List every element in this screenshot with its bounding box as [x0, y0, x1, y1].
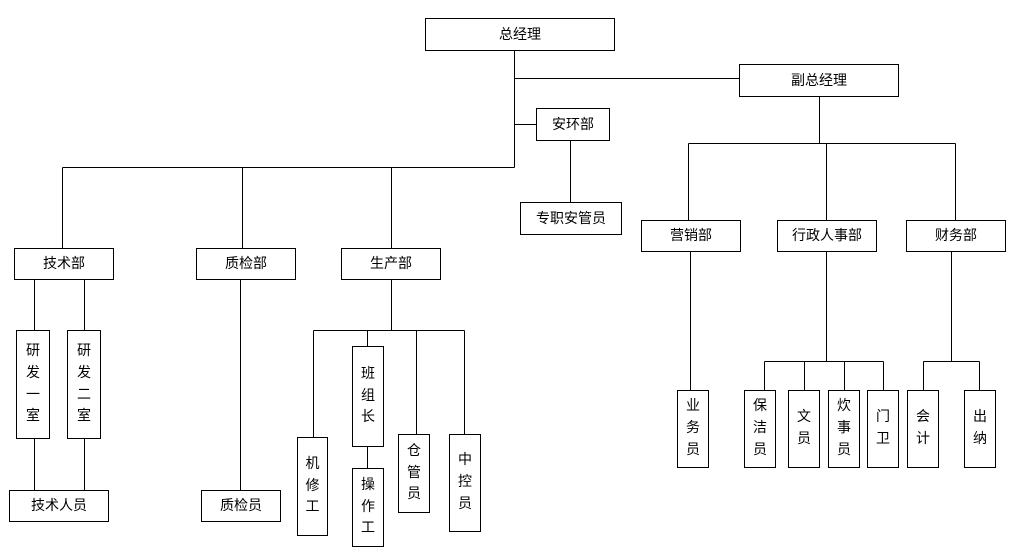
vertical-char: 文 — [797, 409, 811, 426]
node-cleaner: 保洁员 — [744, 390, 776, 468]
vertical-char: 卫 — [876, 431, 890, 447]
vertical-char: 计 — [916, 431, 930, 447]
vertical-char: 研 — [26, 343, 40, 360]
vertical-char: 机 — [305, 455, 320, 472]
vertical-char: 事 — [837, 420, 851, 437]
vertical-char: 仓 — [407, 442, 421, 459]
node-control-operator: 中控员 — [449, 434, 481, 532]
vertical-char: 门 — [876, 409, 890, 426]
node-team-leader: 班组长 — [352, 346, 384, 447]
node-cook: 炊事员 — [828, 390, 860, 468]
node-rd-room-1: 研发一室 — [16, 330, 50, 439]
vertical-char: 组 — [361, 387, 375, 404]
vertical-char: 发 — [26, 364, 40, 381]
vertical-char: 炊 — [837, 398, 851, 415]
vertical-char: 务 — [686, 420, 700, 437]
node-qc-dept: 质检部 — [196, 248, 296, 280]
vertical-char: 员 — [753, 441, 767, 458]
node-admin-hr-dept: 行政人事部 — [777, 220, 877, 252]
node-clerk: 文员 — [788, 390, 820, 468]
vertical-char: 作 — [361, 498, 375, 515]
vertical-char: 研 — [77, 343, 91, 360]
node-tech-dept: 技术部 — [14, 248, 114, 280]
node-ceo: 总经理 — [425, 18, 615, 51]
vertical-char: 洁 — [753, 420, 767, 437]
vertical-char: 员 — [686, 441, 700, 458]
node-accountant: 会计 — [907, 390, 939, 468]
vertical-char: 会 — [916, 409, 930, 426]
vertical-char: 二 — [77, 386, 91, 403]
node-warehouse-keeper: 仓管员 — [398, 434, 430, 513]
node-guard: 门卫 — [867, 390, 899, 468]
vertical-char: 纳 — [973, 431, 987, 447]
vertical-char: 工 — [305, 499, 320, 516]
vertical-char: 一 — [26, 386, 40, 403]
vertical-char: 操 — [361, 476, 375, 493]
node-mechanic: 机修工 — [297, 437, 328, 536]
node-qc-inspector: 质检员 — [201, 490, 281, 522]
node-operator: 操作工 — [352, 468, 384, 547]
vertical-char: 出 — [973, 409, 987, 426]
vertical-char: 管 — [407, 464, 421, 481]
vertical-char: 工 — [361, 520, 375, 537]
node-production-dept: 生产部 — [341, 248, 441, 280]
vertical-char: 员 — [407, 486, 421, 503]
node-salesman: 业务员 — [677, 390, 709, 468]
node-tech-staff: 技术人员 — [9, 490, 109, 522]
node-safety-officer: 专职安管员 — [520, 202, 622, 235]
vertical-char: 员 — [797, 431, 811, 447]
vertical-char: 修 — [305, 477, 320, 494]
vertical-char: 员 — [837, 441, 851, 458]
vertical-char: 长 — [361, 409, 375, 426]
node-sales-dept: 营销部 — [641, 220, 741, 252]
vertical-char: 班 — [361, 365, 375, 382]
node-rd-room-2: 研发二室 — [67, 330, 101, 439]
node-safety-dept: 安环部 — [536, 108, 610, 141]
vertical-char: 控 — [458, 474, 472, 491]
node-finance-dept: 财务部 — [906, 220, 1006, 252]
vertical-char: 员 — [458, 495, 472, 512]
vertical-char: 业 — [686, 398, 700, 415]
vertical-char: 室 — [77, 408, 91, 425]
node-cashier: 出纳 — [964, 390, 996, 468]
vertical-char: 发 — [77, 364, 91, 381]
node-vice-general-manager: 副总经理 — [739, 64, 899, 97]
vertical-char: 中 — [458, 452, 472, 469]
vertical-char: 室 — [26, 408, 40, 425]
vertical-char: 保 — [753, 398, 767, 415]
